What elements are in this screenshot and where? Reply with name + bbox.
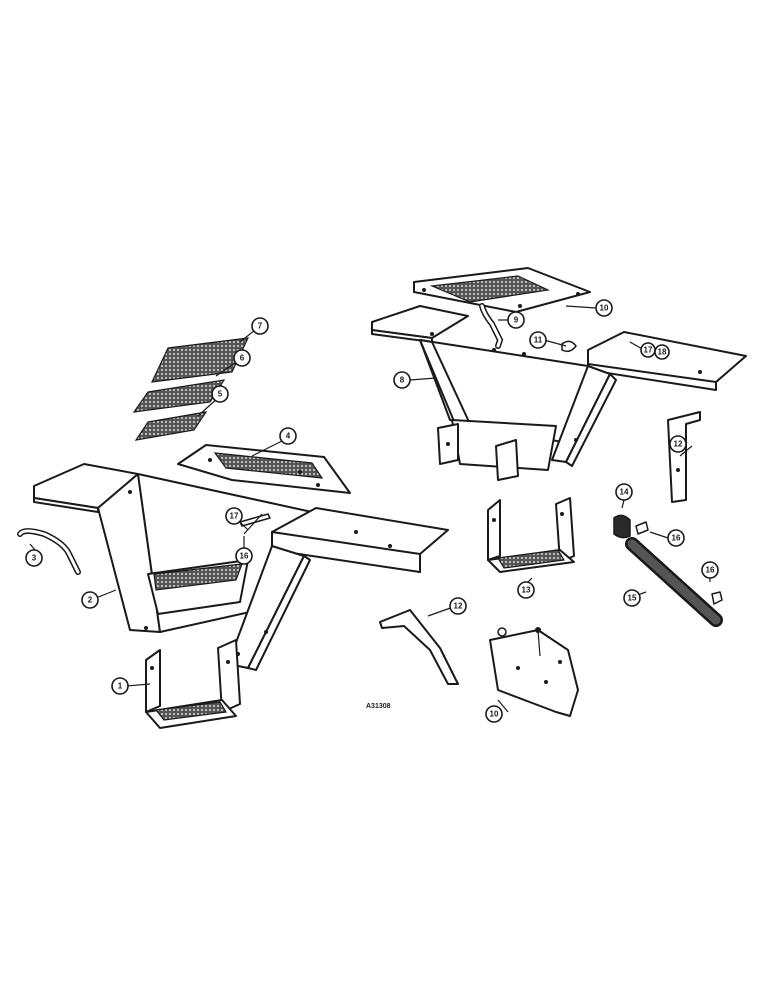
callout-12-right: 12 bbox=[669, 435, 687, 453]
callout-5: 5 bbox=[211, 385, 229, 403]
floor-plate-10 bbox=[413, 267, 591, 313]
callout-2: 2 bbox=[81, 591, 99, 609]
svg-text:6: 6 bbox=[240, 354, 245, 363]
svg-text:2: 2 bbox=[88, 596, 93, 605]
svg-text:11: 11 bbox=[534, 336, 543, 345]
svg-text:5: 5 bbox=[218, 390, 223, 399]
svg-text:15: 15 bbox=[628, 594, 637, 603]
svg-text:17: 17 bbox=[230, 512, 239, 521]
shield-19 bbox=[489, 627, 579, 717]
clip-11 bbox=[561, 340, 577, 353]
callout-13: 13 bbox=[517, 581, 535, 599]
callout-3: 3 bbox=[25, 549, 43, 567]
callout-10-bottom: 10 bbox=[485, 705, 503, 723]
callout-1: 1 bbox=[111, 677, 129, 695]
callout-16-left: 16 bbox=[235, 547, 253, 565]
callout-18: 18 bbox=[654, 344, 670, 360]
callout-17-left: 17 bbox=[225, 507, 243, 525]
drawing-code: A31308 bbox=[366, 703, 391, 710]
callout-16-mid: 16 bbox=[667, 529, 685, 547]
bracket-12-right bbox=[667, 411, 701, 503]
callout-12-lower: 12 bbox=[449, 597, 467, 615]
svg-text:16: 16 bbox=[706, 566, 715, 575]
svg-text:16: 16 bbox=[672, 534, 681, 543]
callout-14: 14 bbox=[615, 483, 633, 501]
svg-text:1: 1 bbox=[118, 682, 123, 691]
callout-16-right: 16 bbox=[701, 561, 719, 579]
svg-text:12: 12 bbox=[454, 602, 463, 611]
callout-9: 9 bbox=[507, 311, 525, 329]
step-13 bbox=[487, 497, 575, 573]
handrail-pipe-9 bbox=[479, 303, 504, 349]
svg-text:7: 7 bbox=[258, 322, 263, 331]
svg-text:10: 10 bbox=[490, 710, 499, 719]
step-1 bbox=[145, 639, 241, 729]
elbow-14 bbox=[613, 514, 631, 539]
svg-text:18: 18 bbox=[658, 348, 667, 357]
svg-text:8: 8 bbox=[400, 376, 405, 385]
clamp-16-lower bbox=[711, 591, 723, 605]
hose-15 bbox=[625, 537, 723, 627]
callout-4: 4 bbox=[279, 427, 297, 445]
svg-text:3: 3 bbox=[32, 554, 37, 563]
svg-text:17: 17 bbox=[644, 346, 653, 355]
svg-text:14: 14 bbox=[620, 488, 629, 497]
callout-11: 11 bbox=[529, 331, 547, 349]
callout-7: 7 bbox=[251, 317, 269, 335]
svg-text:12: 12 bbox=[674, 440, 683, 449]
handrail-pipe-3 bbox=[17, 528, 81, 575]
svg-text:16: 16 bbox=[240, 552, 249, 561]
step-pad-5 bbox=[134, 411, 208, 441]
clamp-16-upper bbox=[635, 521, 649, 535]
callout-17-right: 17 bbox=[640, 342, 656, 358]
step-pad-6 bbox=[132, 379, 226, 413]
bracket-12-lower bbox=[379, 609, 459, 685]
callout-10-top: 10 bbox=[595, 299, 613, 317]
callout-6: 6 bbox=[233, 349, 251, 367]
svg-text:13: 13 bbox=[522, 586, 531, 595]
svg-text:4: 4 bbox=[286, 432, 291, 441]
callout-8: 8 bbox=[393, 371, 411, 389]
callout-15: 15 bbox=[623, 589, 641, 607]
floor-plate-4 bbox=[177, 444, 351, 494]
platform-8 bbox=[371, 305, 747, 481]
bracket-17-16-left bbox=[239, 513, 271, 535]
platform-2 bbox=[33, 463, 449, 671]
svg-text:9: 9 bbox=[514, 316, 519, 325]
svg-text:10: 10 bbox=[600, 304, 609, 313]
